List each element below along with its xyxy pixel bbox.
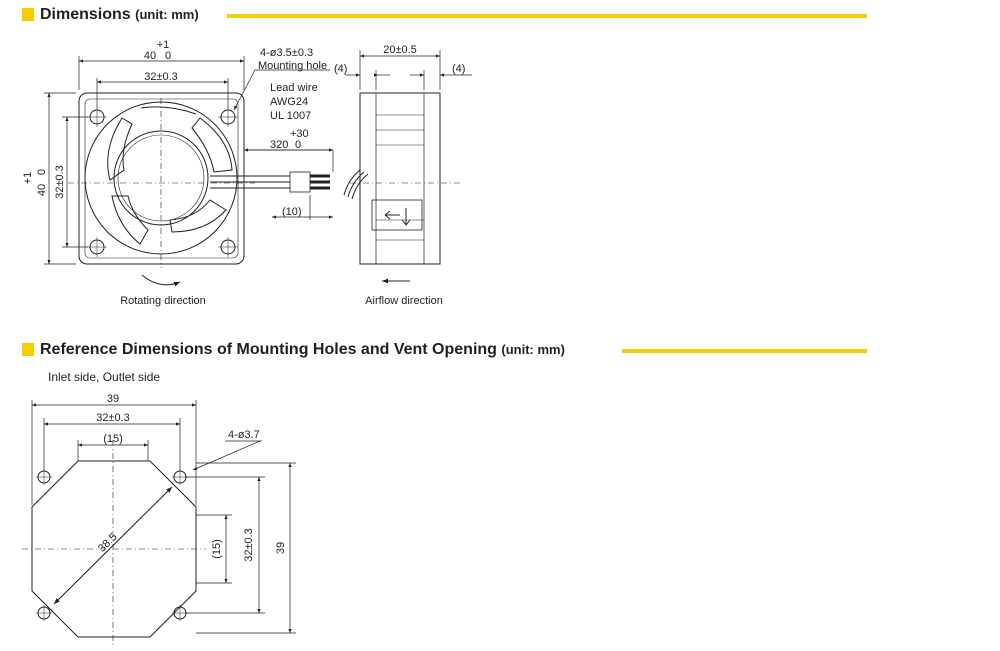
lead-length-value: 320 (270, 139, 288, 151)
front-dimension-labels: +1 40 0 32±0.3 +1 40 0 32±0.3 4-ø3.5±0.3… (22, 39, 327, 307)
center-width-label: (15) (103, 433, 123, 445)
mounting-hole-label: Mounting hole (258, 60, 327, 72)
fan-front-view (68, 92, 330, 287)
lead-length-tolerance-plus: +30 (290, 128, 309, 140)
section-title-text: Reference Dimensions of Mounting Holes a… (40, 341, 497, 358)
hole-pitch-horizontal: 32±0.3 (144, 71, 178, 83)
rotating-direction-arrow (141, 274, 181, 287)
ref-mounting-hole (36, 469, 52, 485)
lead-wires (210, 171, 330, 193)
lead-wire-label: Lead wire (270, 82, 318, 94)
center-height-label: (15) (211, 539, 223, 559)
lead-wire-standard: UL 1007 (270, 110, 311, 122)
section-unit: (unit: mm) (135, 7, 199, 22)
fan-blade-edge (140, 106, 197, 115)
mounting-hole (218, 107, 238, 127)
fan-blade (191, 117, 233, 173)
vent-opening-outline (31, 460, 197, 638)
height-tolerance-plus: +1 (22, 172, 34, 185)
depth-label: 20±0.5 (383, 44, 417, 56)
width-tolerance-plus: +1 (157, 39, 170, 51)
fan-frame-inner (84, 98, 239, 259)
mounting-hole-size: 4-ø3.5±0.3 (260, 47, 313, 59)
reference-dimension-labels: 39 32±0.3 (15) 4-ø3.7 38.5 (15) 32±0.3 3… (96, 393, 287, 562)
fan-blade (111, 195, 149, 245)
label-plate (371, 199, 423, 231)
height-value: 40 (36, 184, 48, 196)
lead-length-tolerance-minus: 0 (295, 139, 301, 151)
rotation-indicator-icon (401, 208, 411, 226)
section-rule (227, 14, 867, 18)
hole-pitch-vertical-label: 32±0.3 (243, 528, 255, 562)
side-dimension-labels: 20±0.5 (4) (4) Airflow direction (334, 44, 465, 307)
height-tolerance-minus: 0 (36, 169, 48, 175)
airflow-direction-label: Airflow direction (365, 295, 443, 307)
strip-length: (10) (282, 206, 302, 218)
width-tolerance-minus: 0 (165, 50, 171, 62)
reference-dimension-lines (31, 400, 296, 634)
fan-side-view (343, 92, 460, 284)
diagonal-label: 38.5 (96, 531, 120, 555)
side-dimension-lines (345, 50, 472, 90)
mounting-hole (218, 237, 238, 257)
rotating-direction-label: Rotating direction (120, 295, 206, 307)
inlet-outlet-subtitle: Inlet side, Outlet side (48, 370, 160, 384)
hole-pitch-horizontal-label: 32±0.3 (96, 412, 130, 424)
lead-wire-gauge: AWG24 (270, 96, 308, 108)
section-title: Dimensions (unit: mm) (40, 6, 199, 24)
width-value: 40 (144, 50, 156, 62)
section-title-text: Dimensions (40, 6, 131, 23)
fan-blade (169, 199, 227, 233)
hole-pitch-vertical: 32±0.3 (54, 165, 66, 199)
section-title: Reference Dimensions of Mounting Holes a… (40, 341, 565, 359)
edge-left-label: (4) (334, 63, 347, 75)
fan-frame-outline (78, 92, 245, 265)
mounting-hole (87, 107, 107, 127)
side-outline (359, 92, 441, 265)
ref-mounting-hole (36, 605, 52, 621)
reference-view (22, 440, 206, 645)
fan-blade (107, 117, 133, 181)
dimensions-header: Dimensions (unit: mm) (0, 6, 870, 26)
section-marker (22, 8, 34, 21)
edge-right-label: (4) (452, 63, 465, 75)
front-dimension-lines (44, 56, 334, 265)
reference-dimensions-header: Reference Dimensions of Mounting Holes a… (0, 341, 870, 361)
hole-diameter-label: 4-ø3.7 (228, 429, 260, 441)
side-lead-wires (343, 169, 369, 200)
airflow-indicator-icon (384, 210, 400, 220)
section-rule (622, 349, 867, 353)
section-unit: (unit: mm) (501, 342, 565, 357)
mounting-hole (87, 237, 107, 257)
outer-height-label: 39 (275, 542, 287, 554)
outer-width-label: 39 (107, 393, 119, 405)
section-marker (22, 343, 34, 356)
